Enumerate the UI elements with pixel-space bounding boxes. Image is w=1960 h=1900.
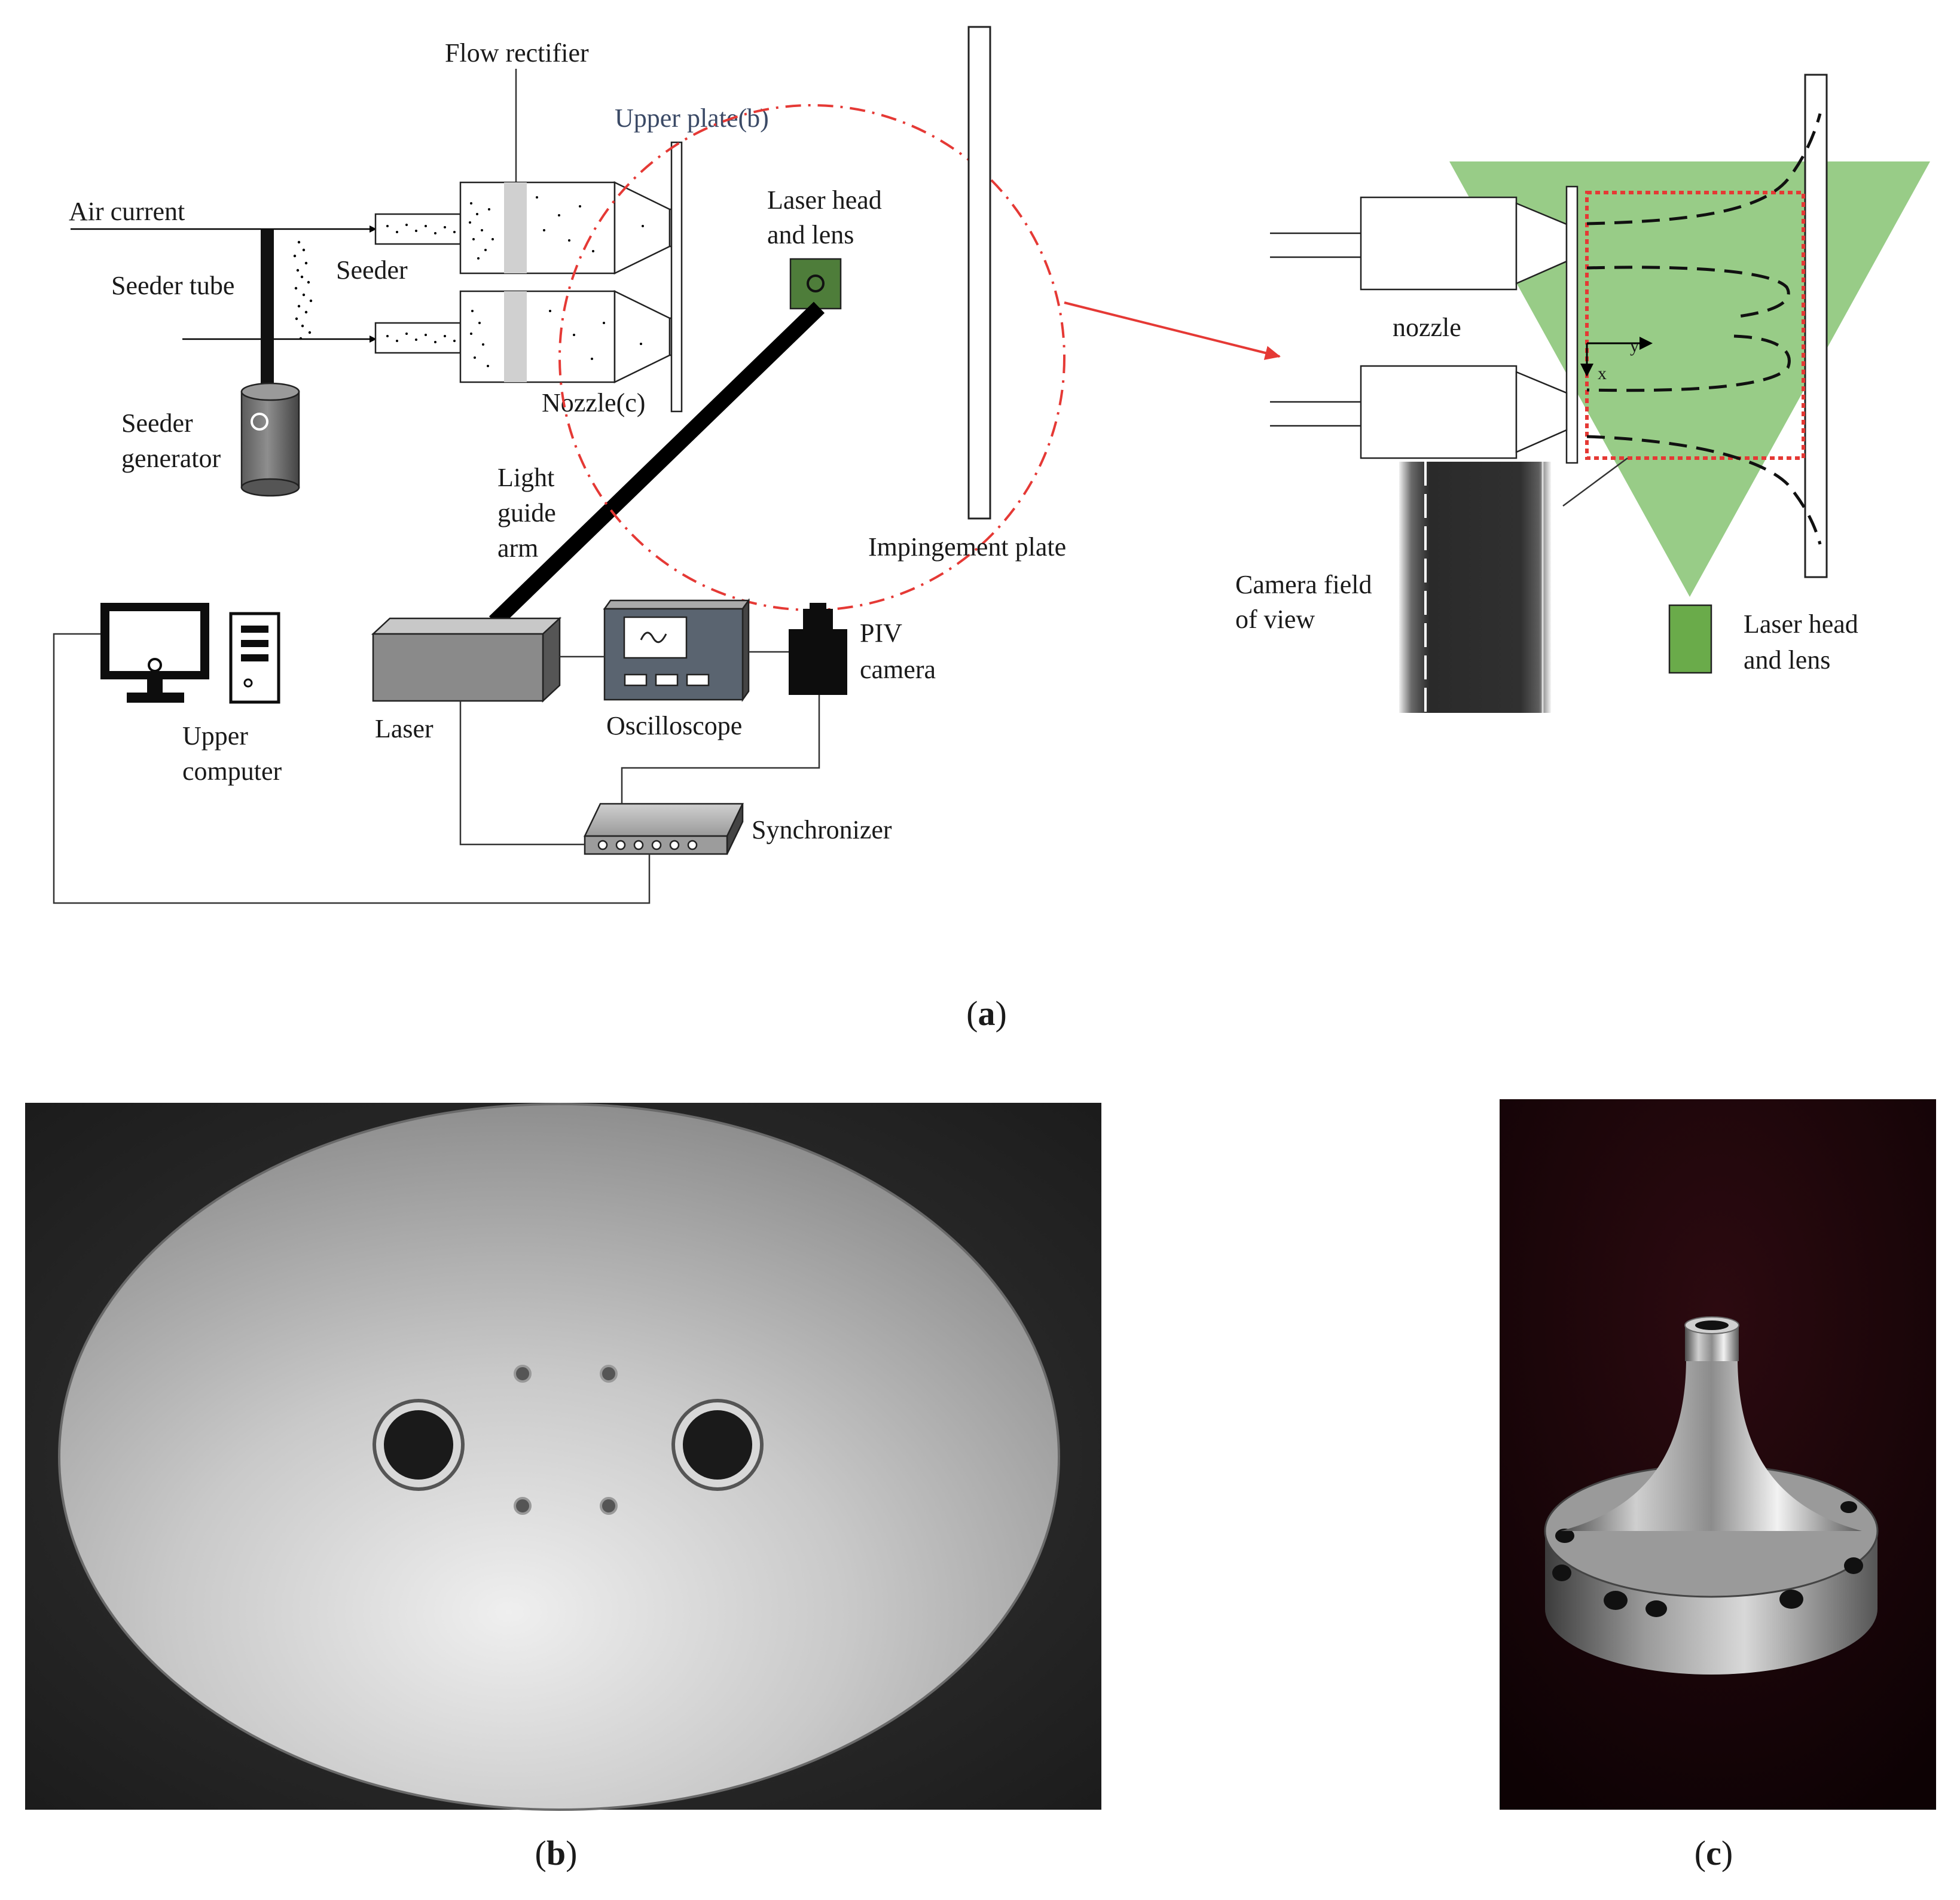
label-piv-camera-1: PIV <box>860 618 902 648</box>
camera-fov-image <box>1399 462 1551 713</box>
seeder-generator <box>240 382 300 497</box>
label-seeder: Seeder <box>336 255 408 285</box>
label-impingement-plate: Impingement plate <box>868 532 1066 562</box>
flow-streamlines <box>1586 113 1822 545</box>
oscilloscope <box>603 598 750 702</box>
plate-holes <box>373 1365 764 1515</box>
piv-camera <box>789 603 847 695</box>
nozzle-upper-particles <box>386 196 644 260</box>
caption-c: (c) <box>1695 1834 1733 1872</box>
detail-axis-y: y <box>1630 336 1639 356</box>
nozzle-photo <box>1544 1316 1879 1675</box>
impingement-plate <box>967 26 991 520</box>
label-piv-camera-2: camera <box>860 655 936 684</box>
label-upper-computer-1: Upper <box>182 721 248 751</box>
caption-b: (b) <box>535 1834 578 1872</box>
seeder-tube <box>261 229 274 391</box>
label-upper-plate: Upper plate(b) <box>615 103 769 133</box>
nozzle-upper-assembly <box>374 181 680 275</box>
light-guide-arm <box>489 301 825 628</box>
detail-axis-x: x <box>1598 364 1607 383</box>
seeder-particles <box>293 240 313 340</box>
label-laser-head-2: and lens <box>767 220 854 249</box>
synchronizer <box>584 803 744 855</box>
upper-plate-b <box>670 141 683 413</box>
label-light-guide-2: guide <box>497 498 556 527</box>
detail-label-nozzle: nozzle <box>1393 313 1461 342</box>
panel-c-photo <box>1500 1099 1936 1810</box>
detail-laser-head-2: and lens <box>1744 645 1830 675</box>
nozzle-lower-assembly <box>374 289 680 384</box>
panel-a-detail: nozzle y x Camera field of view Laser he… <box>1235 74 1930 713</box>
label-seeder-generator-1: Seeder <box>121 408 193 438</box>
plate-photo <box>58 1103 1060 1811</box>
wiring <box>53 633 820 904</box>
label-air-current: Air current <box>69 197 185 226</box>
label-light-guide-1: Light <box>497 463 554 492</box>
label-seeder-generator-2: generator <box>121 444 221 473</box>
label-seeder-tube: Seeder tube <box>111 271 234 300</box>
zoom-arrow <box>1064 301 1281 360</box>
label-laser-head-1: Laser head <box>767 185 882 215</box>
label-nozzle-c: Nozzle(c) <box>542 388 645 417</box>
nozzle-lower-particles <box>386 310 642 367</box>
laser-head-small <box>789 258 842 310</box>
label-light-guide-3: arm <box>497 533 538 563</box>
detail-laser-head-1: Laser head <box>1744 609 1858 639</box>
detail-camera-fov-1: Camera field <box>1235 570 1372 599</box>
label-upper-computer-2: computer <box>182 757 282 786</box>
panel-a-schematic: Flow rectifier Upper plate(b) Air curren… <box>53 26 1066 904</box>
panel-b-photo <box>25 1103 1101 1811</box>
label-flow-rectifier: Flow rectifier <box>445 38 589 68</box>
label-laser: Laser <box>375 714 433 743</box>
caption-a: (a) <box>966 994 1007 1033</box>
laser-head-detail <box>1668 604 1712 674</box>
fov-box <box>1585 191 1805 460</box>
label-oscilloscope: Oscilloscope <box>606 711 742 740</box>
detail-camera-fov-2: of view <box>1235 605 1315 634</box>
laser-unit <box>371 617 562 703</box>
label-synchronizer: Synchronizer <box>752 815 892 844</box>
upper-computer <box>100 603 280 704</box>
